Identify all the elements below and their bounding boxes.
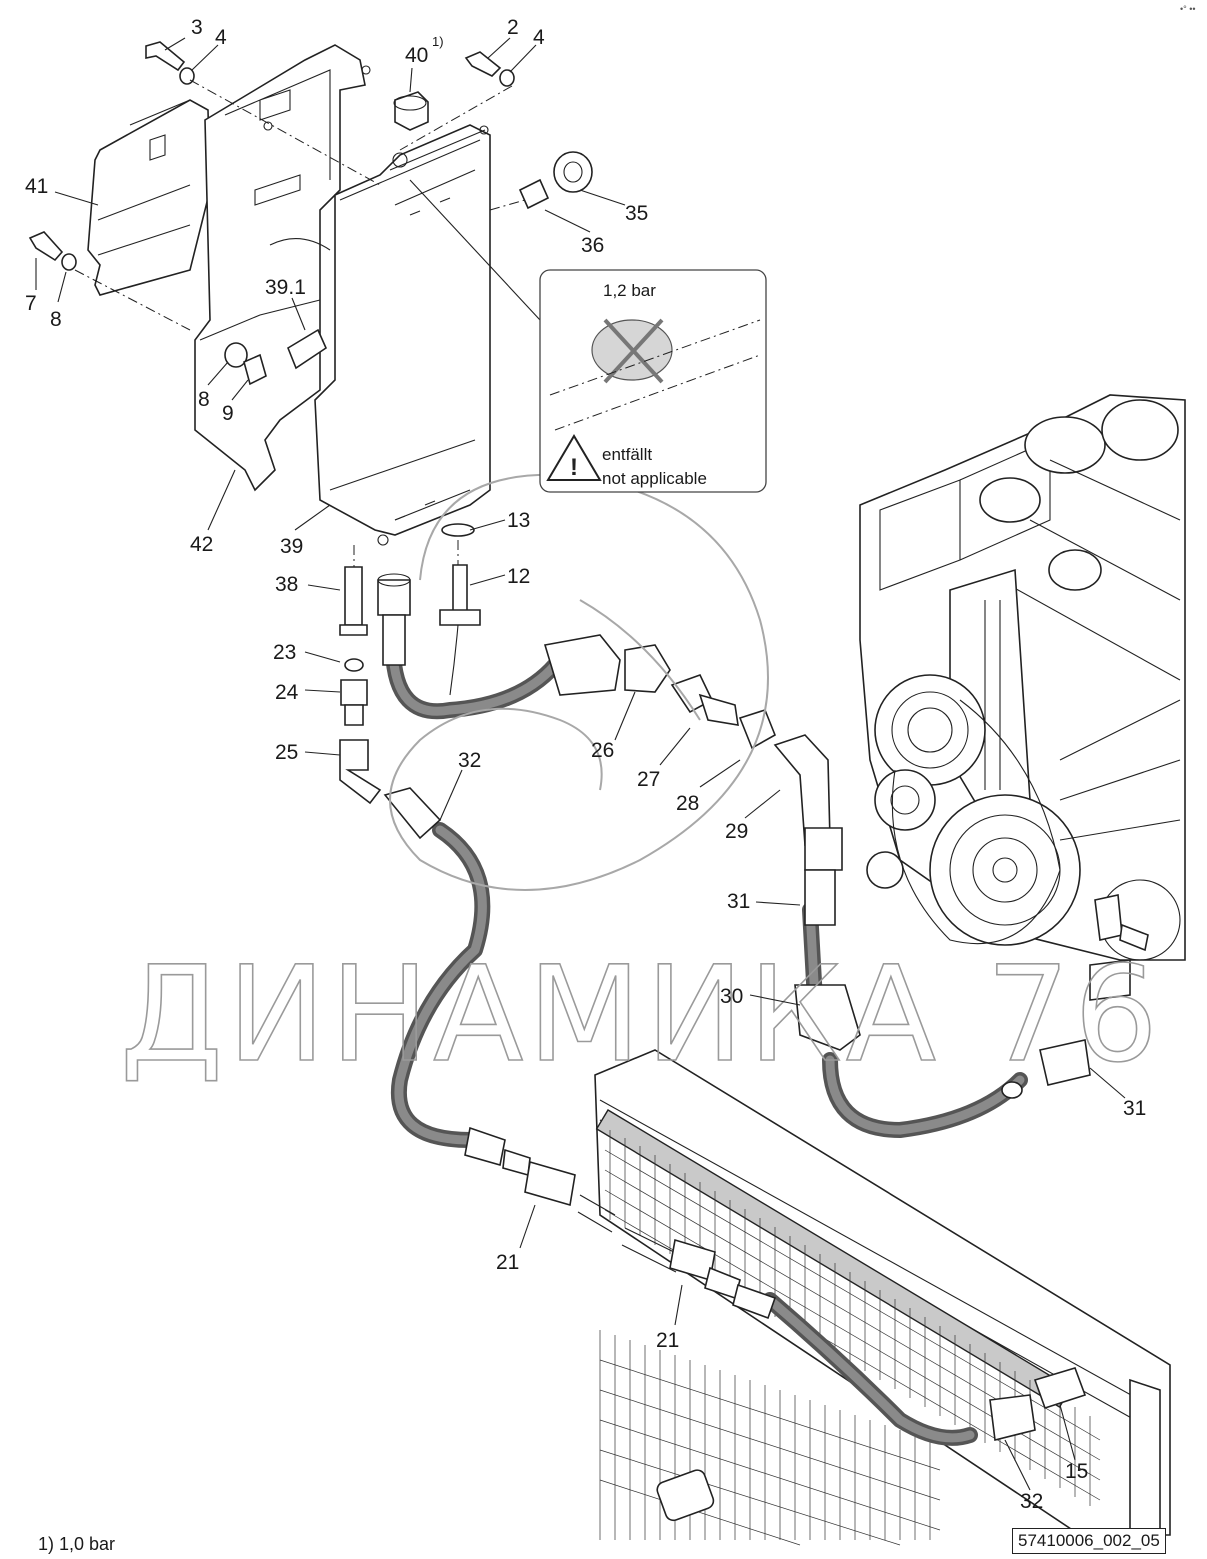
callout-40: 40: [405, 44, 428, 67]
callout-28: 28: [676, 792, 699, 815]
callout-32-lower: 32: [1020, 1490, 1043, 1513]
callout-12: 12: [507, 565, 530, 588]
callout-13: 13: [507, 509, 530, 532]
radiator-grille: [599, 1130, 1101, 1546]
callout-41: 41: [25, 175, 48, 198]
watermark-text: ДИНАМИКА 76: [120, 938, 1162, 1092]
callout-4-top-right: 4: [533, 26, 545, 49]
callout-4-top-left: 4: [215, 26, 227, 49]
callout-2: 2: [507, 16, 519, 39]
assembly-lines: [74, 79, 526, 567]
callout-8-left: 8: [50, 308, 62, 331]
inset-note-en: not applicable: [602, 469, 707, 488]
callout-32-upper: 32: [458, 749, 481, 772]
callout-21-right: 21: [656, 1329, 679, 1352]
svg-text:!: !: [570, 454, 578, 481]
bracket-assembly: [87, 44, 371, 492]
callout-7: 7: [25, 292, 37, 315]
callout-3: 3: [191, 16, 203, 39]
callout-30: 30: [720, 985, 743, 1008]
callout-23: 23: [273, 641, 296, 664]
callout-36: 36: [581, 234, 604, 257]
inset-pressure-label: 1,2 bar: [603, 281, 656, 300]
warning-icon: [546, 434, 602, 481]
callout-25: 25: [275, 741, 298, 764]
callout-8-bracket: 8: [198, 388, 210, 411]
callouts: 3 4 40 1) 2 4 41 7 8 39.1 8 9 35 36 42 3…: [25, 16, 1146, 1513]
callout-39-1: 39.1: [265, 276, 306, 299]
callout-29: 29: [725, 820, 748, 843]
inset-detail: 1,2 bar ! entfällt not applicable: [409, 179, 767, 493]
callout-35: 35: [625, 202, 648, 225]
small-parts: [28, 41, 1149, 1441]
callout-21-left: 21: [496, 1251, 519, 1274]
footnote: 1) 1,0 bar: [38, 1534, 116, 1554]
callout-31-right: 31: [1123, 1097, 1146, 1120]
expansion-tank: [314, 124, 491, 546]
inset-note-de: entfällt: [602, 445, 652, 464]
callout-26: 26: [591, 739, 614, 762]
callout-40-footnote-mark: 1): [432, 34, 444, 49]
document-id: 57410006_002_05: [1012, 1528, 1166, 1554]
callout-31-upper: 31: [727, 890, 750, 913]
leader-lines: [35, 37, 1126, 1491]
callout-24: 24: [275, 681, 299, 704]
engine: [859, 394, 1186, 961]
corner-mark: •° ••: [1180, 4, 1196, 14]
callout-9: 9: [222, 402, 234, 425]
hoses: [385, 642, 1028, 1446]
callout-15: 15: [1065, 1460, 1088, 1483]
callout-27: 27: [637, 768, 660, 791]
callout-38: 38: [275, 573, 298, 596]
callout-39: 39: [280, 535, 303, 558]
callout-42: 42: [190, 533, 213, 556]
